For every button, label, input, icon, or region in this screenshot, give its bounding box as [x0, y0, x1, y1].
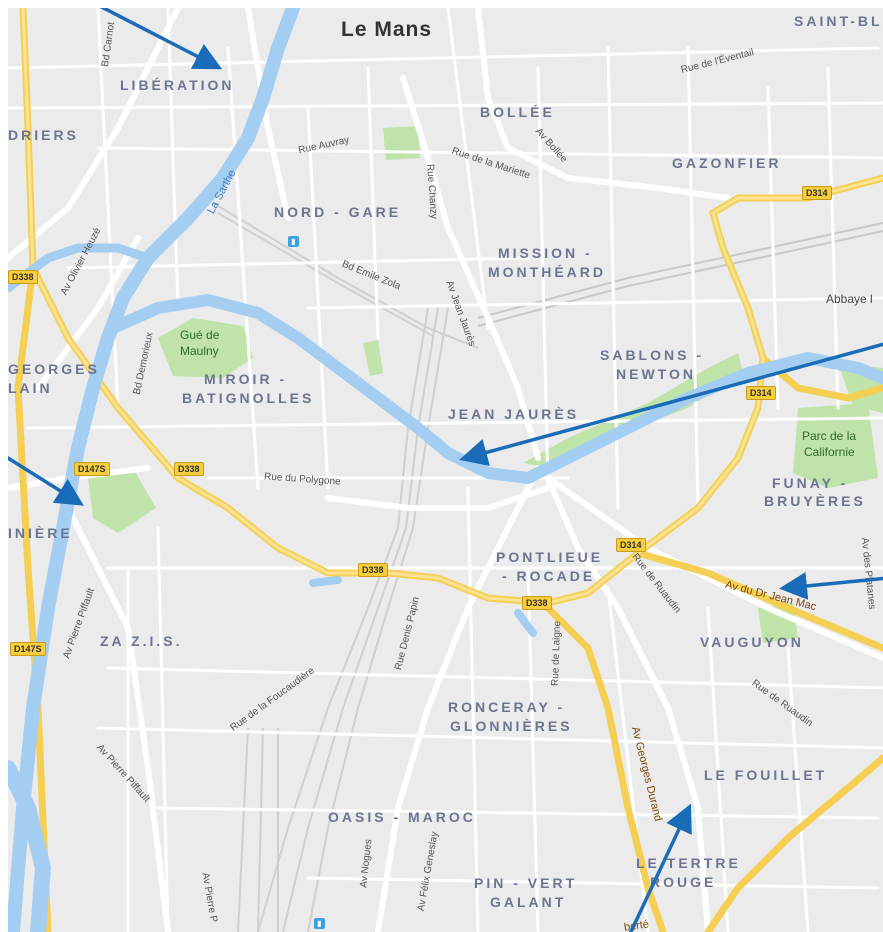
white-roads	[8, 8, 883, 932]
parks	[88, 126, 883, 643]
arrow-jean-jaures	[459, 342, 883, 466]
park-mission	[363, 340, 383, 376]
minor-roads	[8, 8, 883, 932]
arrow-av-dr-jean-mac	[779, 572, 883, 600]
park-california	[793, 403, 878, 488]
river-sarthe	[8, 8, 300, 932]
shield-d147s-n: D147S	[74, 462, 110, 476]
shield-d338-s: D338	[522, 596, 552, 610]
shield-d314-se: D314	[616, 538, 646, 552]
shield-d314-ne: D314	[802, 186, 832, 200]
train-station-icon-south: ▮	[314, 918, 325, 929]
annotation-arrows	[8, 8, 883, 932]
train-station-icon: ▮	[288, 236, 299, 247]
river-branch	[8, 243, 153, 293]
park-west	[88, 468, 156, 533]
park-river-left	[523, 353, 743, 468]
shield-d147s-s: D147S	[10, 642, 46, 656]
river-sw	[8, 760, 51, 932]
pond-2	[514, 609, 537, 637]
shield-d314-e: D314	[746, 386, 776, 400]
shield-d338-w: D338	[8, 270, 38, 284]
arrow-liberation	[99, 8, 223, 70]
pond-1	[309, 576, 342, 587]
map-graphics	[8, 8, 883, 932]
shield-d338-nw: D338	[174, 462, 204, 476]
arrow-west	[8, 455, 84, 506]
arrow-le-fouillet	[628, 803, 692, 932]
map-canvas[interactable]: Le Mans SAINT-BLA LIBÉRATION BOLLÉE DRIE…	[8, 8, 883, 932]
park-gue-de-maulny	[158, 318, 253, 378]
rail-yard	[212, 202, 883, 932]
park-vauguyon	[758, 603, 798, 643]
shield-d338-c: D338	[358, 563, 388, 577]
